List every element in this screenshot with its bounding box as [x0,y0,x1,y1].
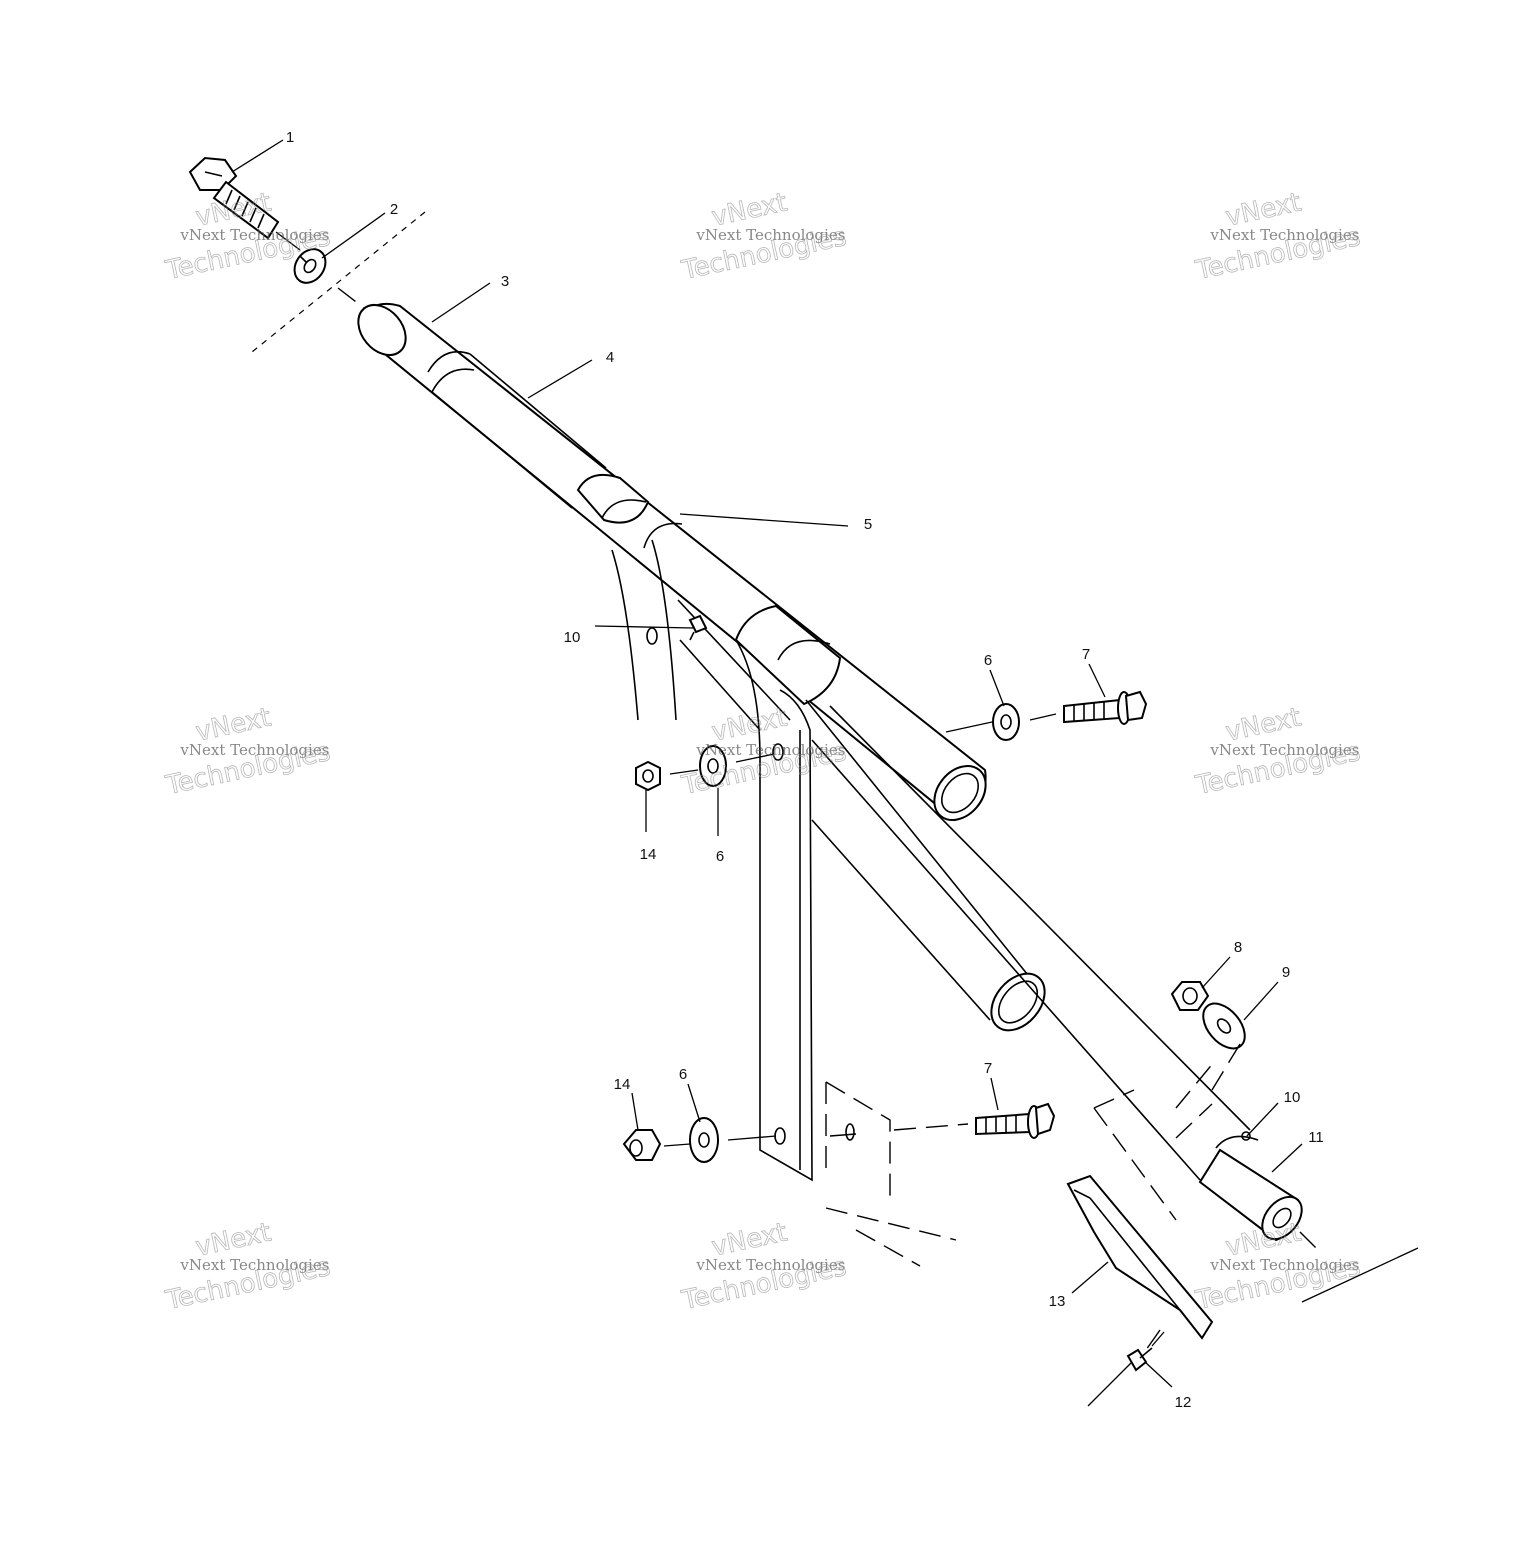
lower-shaft [811,705,1419,1303]
watermark-line2: vNext Technologies [1209,226,1359,244]
watermark-line2: vNext Technologies [695,741,845,759]
callout-c12: 12 [1144,1361,1192,1411]
shaft-end-hole [933,765,987,821]
callout-leader [594,625,694,629]
callout-c14b: 14 [614,1076,639,1131]
axis-line [251,211,426,353]
callout-c7b: 7 [984,1060,999,1111]
callout-number: 14 [640,846,657,863]
callout-number: 9 [1282,964,1290,981]
watermark-line2: vNext Technologies [179,226,329,244]
watermark-line2: vNext Technologies [695,1256,845,1274]
callout-leader [1271,1143,1303,1173]
callout-c10a: 10 [564,625,694,646]
callout-c7a: 7 [1082,646,1106,698]
callout-number: 6 [984,652,992,669]
callout-leader [321,212,386,259]
callout-number: 7 [984,1060,992,1077]
callout-c1: 1 [231,129,294,173]
callout-c13: 13 [1049,1261,1109,1310]
watermark-line2: vNext Technologies [179,1256,329,1274]
washer-icon [945,703,1057,741]
flange-bolt-icon [1063,690,1148,725]
callout-leader [631,1092,639,1131]
callout-number: 7 [1082,646,1090,663]
callout-leader [1144,1361,1173,1388]
callout-c2: 2 [321,201,398,259]
callout-leader [990,1077,999,1111]
callout-number: 13 [1049,1293,1066,1310]
callout-number: 8 [1234,939,1242,956]
collar-upper [576,474,683,549]
callout-leader [687,1083,701,1123]
callout-number: 10 [1284,1089,1301,1106]
watermark-line2: vNext Technologies [179,741,329,759]
line-art [188,156,1419,1407]
callout-c6b: 6 [716,788,724,865]
watermark-line2: vNext Technologies [695,226,845,244]
callout-c4: 4 [527,349,614,399]
callout-leader [1243,981,1279,1021]
callout-leader [1201,956,1231,989]
watermark-line2: vNext Technologies [1209,1256,1359,1274]
callout-number: 5 [864,516,872,533]
callout-c6a: 6 [984,652,1005,707]
callout-leader [679,513,849,527]
hex-bolt-icon [188,156,301,251]
frame-plates [611,539,813,1182]
callout-c8: 8 [1201,939,1242,989]
callout-leader [1088,663,1106,698]
callout-leader [231,139,284,173]
callout-c6c: 6 [679,1066,701,1123]
hidden-bracket [825,1061,1215,1267]
callout-c11: 11 [1271,1129,1324,1173]
callout-leader [431,282,491,323]
flange-nut-icon [635,760,661,792]
collar-lower [734,604,842,706]
callout-leader [1246,1102,1279,1137]
callout-leader [527,359,593,399]
callout-c9: 9 [1243,964,1290,1021]
callout-number: 11 [1308,1129,1324,1146]
flat-washer-icon [1202,1002,1246,1091]
callout-number: 1 [286,129,294,146]
skag-plate [1066,1174,1214,1340]
nut-icon [1170,981,1210,1011]
washer-icon [669,745,775,787]
callout-number: 2 [390,201,398,218]
callout-number: 10 [564,629,581,646]
callout-number: 3 [501,273,509,290]
flange-bolt-icon [893,1102,1056,1139]
callout-c14a: 14 [640,790,657,863]
upper-shaft [357,302,987,822]
lock-washer-icon [293,248,327,284]
washer-icon [663,1117,777,1163]
callout-number: 14 [614,1076,631,1093]
callout-c5: 5 [679,513,872,533]
callout-leader [989,669,1005,707]
watermark-line2: vNext Technologies [1209,741,1359,759]
callout-leader [1071,1261,1109,1294]
callout-c10b: 10 [1246,1089,1301,1137]
flange-nut-icon [622,1129,662,1161]
callout-c3: 3 [431,273,509,323]
rivet-icon [1087,1331,1165,1407]
callout-number: 4 [606,349,614,366]
grease-fitting-icon [688,614,708,641]
callout-number: 12 [1175,1394,1192,1411]
callout-number: 6 [716,848,724,865]
callout-number: 6 [679,1066,687,1083]
